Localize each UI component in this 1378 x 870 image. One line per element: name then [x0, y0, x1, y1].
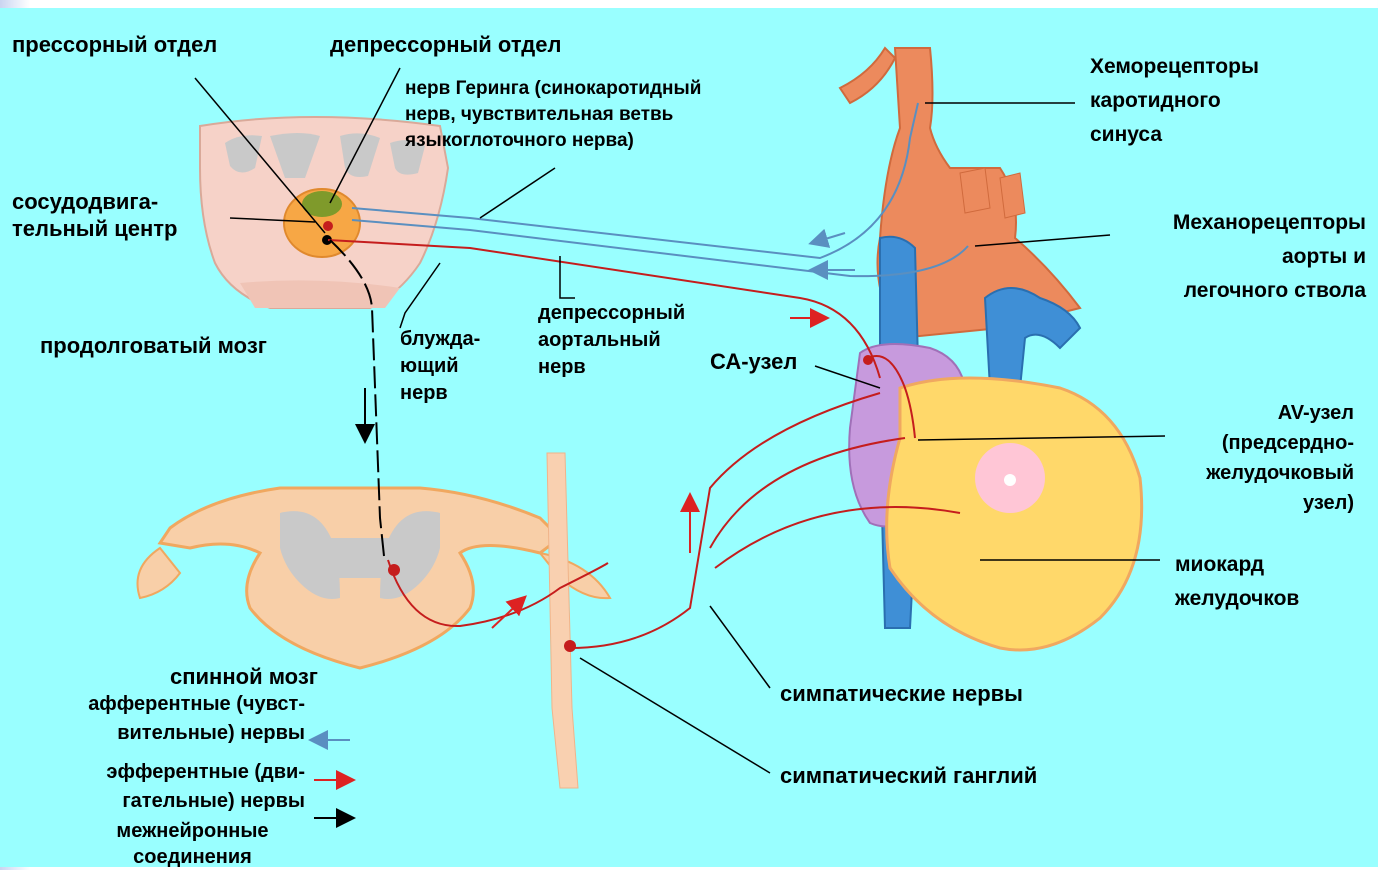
spinal-cord-label: спинной мозг	[170, 663, 318, 690]
vasomotor-center-label: сосудодвига- тельный центр	[12, 188, 177, 242]
myocardium-label: миокард желудочков	[1175, 548, 1299, 616]
diagram-canvas: прессорный отдел депрессорный отдел нерв…	[0, 8, 1378, 867]
legend-arrows	[312, 740, 352, 818]
spinal-cord-section	[138, 488, 611, 668]
pressor-dept-label: прессорный отдел	[12, 31, 217, 58]
depressor-dept-label: депрессорный отдел	[330, 31, 561, 58]
legend-efferent-label: эфферентные (дви- гательные) нервы	[106, 758, 305, 816]
depressor-aortic-nerve-label: депрессорный аортальный нерв	[538, 300, 685, 381]
mechanoreceptors-label: Механорецепторы аорты и легочного ствола	[1173, 206, 1366, 308]
legend-interneuronal-label: межнейронные соединения	[90, 818, 295, 870]
vagus-nerve-label: блужда- ющий нерв	[400, 326, 480, 407]
legend-afferent-label: афферентные (чувст- вительные) нервы	[88, 690, 305, 748]
av-node-label: AV-узел (предсердно- желудочковый узел)	[1206, 398, 1354, 518]
sympathetic-nerves-label: симпатические нервы	[780, 680, 1023, 707]
medulla-label: продолговатый мозг	[40, 332, 267, 359]
sympathetic-trunk	[547, 453, 578, 788]
sa-node-label: СА-узел	[710, 348, 797, 375]
chemoreceptors-label: Хеморецепторы каротидного синуса	[1090, 50, 1259, 152]
hering-nerve-label: нерв Геринга (синокаротидный нерв, чувст…	[405, 76, 701, 154]
sympathetic-ganglion-label: симпатический ганглий	[780, 762, 1037, 789]
